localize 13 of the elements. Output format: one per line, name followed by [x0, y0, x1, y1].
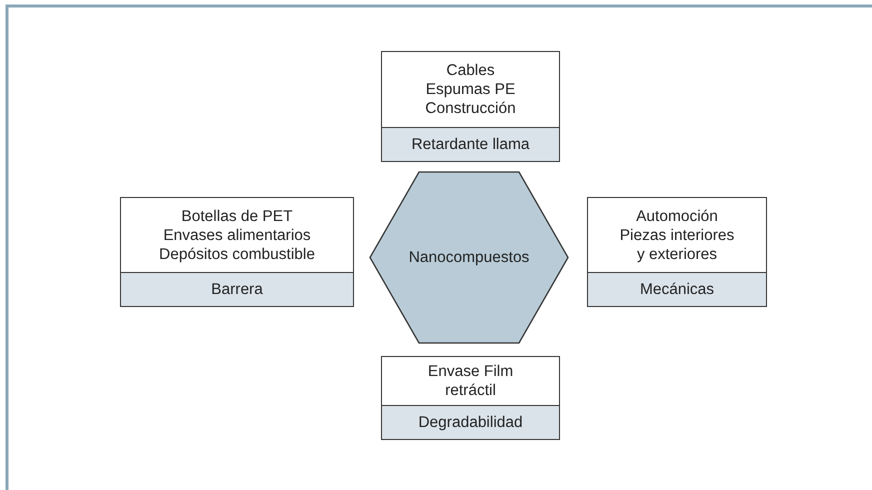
- application-list: Cables Espumas PE Construcción: [416, 61, 526, 118]
- application-card: [120, 197, 354, 307]
- property-band: Barrera: [121, 272, 353, 306]
- application-list: Automoción Piezas interiores y exteriores: [615, 206, 739, 264]
- application-card: [381, 356, 560, 440]
- property-band: Mecánicas: [588, 272, 766, 306]
- application-card: [381, 51, 560, 162]
- application-card: [587, 197, 767, 307]
- application-list: Envase Film retráctil: [420, 362, 520, 400]
- property-band: Degradabilidad: [382, 405, 559, 439]
- property-band: Retardante llama: [382, 127, 559, 161]
- center-label: Nanocompuestos: [408, 248, 530, 266]
- application-list: Botellas de PET Envases alimentarios Depósitos combustible: [151, 206, 323, 264]
